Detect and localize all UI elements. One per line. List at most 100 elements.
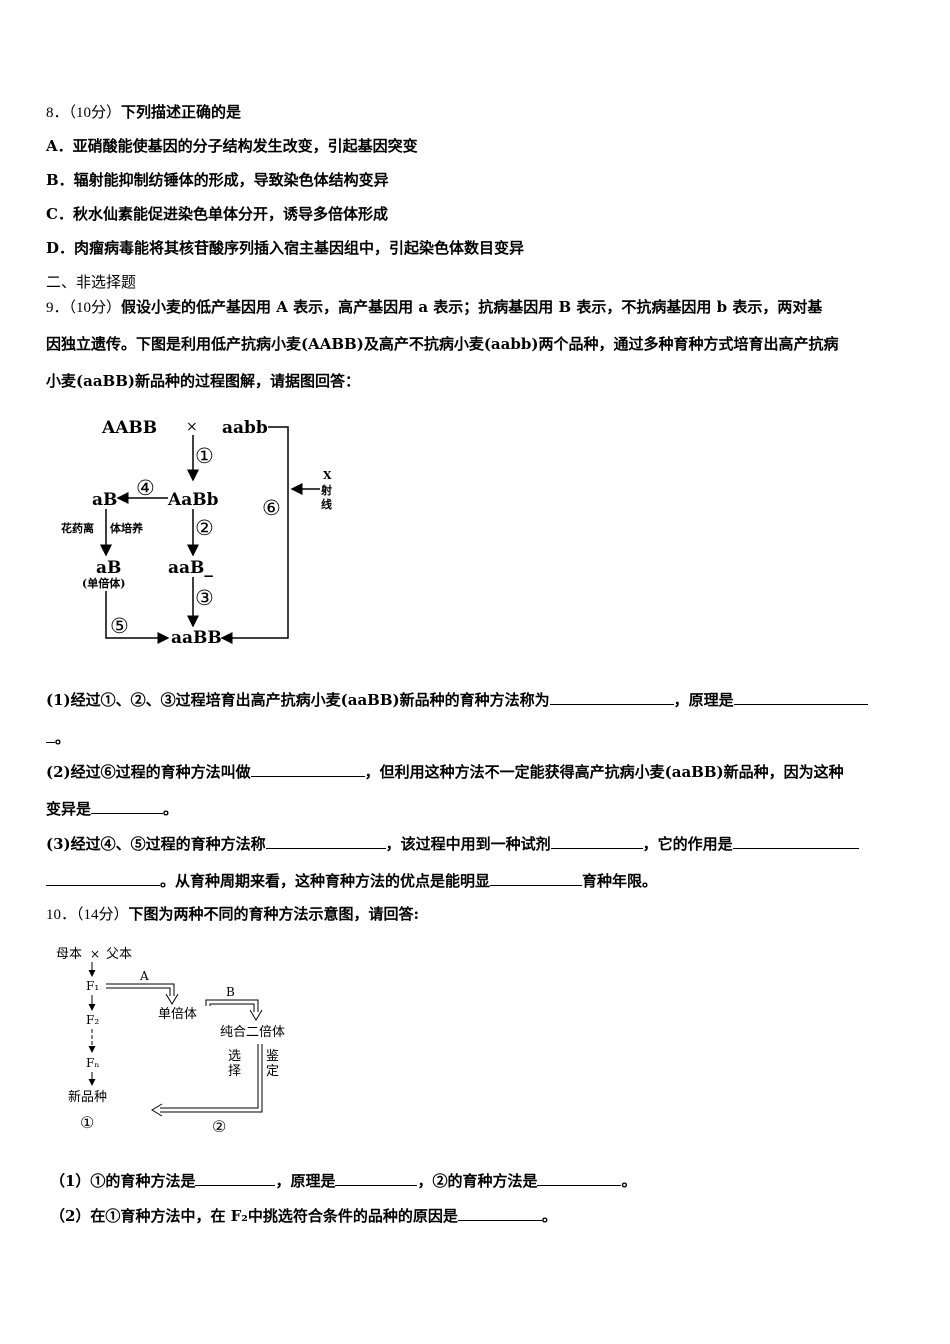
q10-arrow-a-head [165, 993, 179, 1005]
q10-select-2: 择 [228, 1064, 241, 1079]
q10-sub2-blank-reason[interactable] [457, 1206, 542, 1221]
q10-sub1-blank-method2[interactable] [537, 1171, 622, 1186]
q9-cross-sign: × [186, 419, 198, 435]
q9-sub2-text-b: ，但利用这种方法不一定能获得高产抗病小麦(aaBB)新品种，因为这种 [364, 763, 844, 781]
q10-arrow-select [160, 1044, 263, 1113]
q9-sub1-blank-principle[interactable] [733, 690, 868, 705]
q10-mother: 母本 [56, 947, 82, 962]
q10-haploid: 单倍体 [158, 1007, 197, 1022]
q8-score: （10分） [68, 105, 122, 121]
q9-sub1-text-b: ，原理是 [673, 691, 734, 709]
q9-xray-xian: 线 [321, 497, 332, 511]
q9-sub2-text-c: 变异是 [46, 800, 92, 818]
q10-label-a: A [139, 969, 149, 983]
q9-arrow-step5 [105, 591, 170, 644]
q9-parent-aabb-low: AABB [101, 418, 157, 438]
q10-f1: F₁ [86, 979, 99, 993]
q9-sub1-blank-principle-cont[interactable] [46, 728, 55, 743]
q9-sub3: (3)经过④、⑤过程的育种方法称 ，该过程中用到一种试剂 ，它的作用是 [46, 834, 859, 854]
q9-breeding-diagram: AABB × aabb ① AaBb ④ aB 花药离 体培养 aB (单倍体)… [61, 418, 332, 648]
q9-sub2-blank-variation[interactable] [91, 799, 164, 814]
q10-stem-text: 下图为两种不同的育种方法示意图，请回答: [128, 905, 420, 923]
q10-f2: F₂ [86, 1013, 99, 1027]
q10-arrow-a [106, 983, 175, 996]
q10-father: 父本 [106, 947, 132, 962]
q10-sub1-blank-method1[interactable] [195, 1171, 276, 1186]
section-title: 二、非选择题 [46, 273, 137, 291]
q8-number: 8． [46, 105, 69, 121]
q9-step1-label: ① [195, 444, 214, 468]
q9-sub1: (1)经过①、②、③过程培育出高产抗病小麦(aaBB)新品种的育种方法称为 ，原理… [46, 690, 868, 710]
q10-sub2: （2）在①育种方法中，在 F₂中挑选符合条件的品种的原因是 。 [50, 1206, 557, 1226]
q9-gamete-ab: aB [92, 490, 117, 510]
q8-option-b: B．辐射能抑制纺锤体的形成，导致染色体结构变异 [46, 171, 389, 189]
q9-sub3-text-b: ，该过程中用到一种试剂 [385, 835, 551, 853]
q9-sub2: (2)经过⑥过程的育种方法叫做 ，但利用这种方法不一定能获得高产抗病小麦(aaBB… [46, 762, 844, 782]
q9-sub1-blank-method[interactable] [549, 690, 674, 705]
q9-mid-aab: aaB_ [168, 558, 213, 578]
q9-step2-label: ② [195, 516, 214, 540]
q10-sub1: （1）①的育种方法是 ，原理是 ，②的育种方法是 。 [50, 1171, 637, 1191]
q9-sub2-blank-method[interactable] [250, 762, 365, 777]
q9-sub3-blank-function-cont[interactable] [46, 871, 160, 886]
q10-arrow-b [205, 999, 259, 1012]
q10-sub1-text-a: （1）①的育种方法是 [50, 1172, 196, 1190]
q9-xray-she: 射 [320, 483, 332, 497]
q9-sub3-text-d: 。从育种周期来看，这种育种方法的优点是能明显 [160, 872, 491, 890]
q8-option-d: D．肉瘤病毒能将其核苷酸序列插入宿主基因组中，引起染色体数目变异 [46, 239, 525, 257]
q9-stem-line-2: 因独立遗传。下图是利用低产抗病小麦(AABB)及高产不抗病小麦(aabb)两个品… [46, 335, 839, 353]
q10-new-variety: 新品种 [68, 1089, 107, 1105]
q8-stem: 8．（10分）下列描述正确的是 [46, 102, 241, 123]
q10-sub2-text-a: （2）在①育种方法中，在 F₂中挑选符合条件的品种的原因是 [50, 1207, 458, 1225]
q8-option-a: A．亚硝酸能使基因的分子结构发生改变，引起基因突变 [46, 137, 418, 155]
q9-sub3-blank-method[interactable] [265, 834, 386, 849]
q9-sub1-cont: 。 [46, 728, 70, 748]
q9-result-aabb: aaBB [171, 628, 222, 648]
q9-sub2-cont: 变异是。 [46, 799, 178, 819]
q9-stem-line-3: 小麦(aaBB)新品种的过程图解，请据图回答： [46, 372, 360, 390]
q10-sub1-text-b: ，原理是 [275, 1172, 336, 1190]
q9-sub3-blank-shorten[interactable] [490, 871, 583, 886]
q9-sub3-blank-reagent[interactable] [550, 834, 643, 849]
q9-anther-label-2: 体培养 [110, 521, 144, 535]
q10-cross-sign: × [90, 947, 100, 961]
q9-step6-label: ⑥ [262, 496, 281, 520]
q10-sub2-text-b: 。 [541, 1207, 557, 1225]
q9-sub3-text-a: (3)经过④、⑤过程的育种方法称 [46, 835, 266, 853]
q9-number: 9． [46, 300, 69, 316]
q9-sub1-text-a: (1)经过①、②、③过程培育出高产抗病小麦(aaBB)新品种的育种方法称为 [46, 691, 550, 709]
q10-identify-1: 鉴 [266, 1049, 279, 1064]
q10-method1-label: ① [80, 1113, 94, 1132]
q9-stem-text-1: 假设小麦的低产基因用 A 表示，高产基因用 a 表示；抗病基因用 B 表示，不抗… [121, 298, 823, 316]
q9-score: （10分） [68, 300, 122, 316]
q10-sub1-text-d: 。 [621, 1172, 637, 1190]
q9-f1-aabb: AaBb [167, 490, 219, 510]
q9-sub3-cont: 。从育种周期来看，这种育种方法的优点是能明显育种年限。 [46, 871, 657, 891]
q8-stem-text: 下列描述正确的是 [121, 103, 242, 121]
q10-method2-label: ② [212, 1117, 226, 1136]
q10-score: （14分） [76, 907, 129, 923]
q10-breeding-diagram: 母本 × 父本 F₁ F₂ Fₙ 新品种 ① A 单倍体 B 纯合二倍体 选 择… [56, 947, 285, 1136]
q9-anther-label-1: 花药离 [61, 521, 94, 535]
q10-number: 10． [46, 907, 77, 923]
q10-sub1-blank-principle[interactable] [335, 1171, 418, 1186]
q10-identify-2: 定 [266, 1064, 279, 1079]
q10-sub1-text-c: ，②的育种方法是 [417, 1172, 538, 1190]
q10-arrow-select-head [151, 1103, 163, 1117]
q9-sub1-text-c: 。 [55, 729, 71, 747]
q9-haploid-note: (单倍体) [82, 576, 125, 590]
q10-stem: 10．（14分）下图为两种不同的育种方法示意图，请回答: [46, 904, 419, 925]
q10-select-1: 选 [228, 1049, 241, 1064]
q9-stem-line-1: 9．（10分）假设小麦的低产基因用 A 表示，高产基因用 a 表示；抗病基因用 … [46, 297, 822, 318]
q9-sub3-blank-function[interactable] [732, 834, 859, 849]
q10-arrow-b-head [249, 1009, 263, 1021]
q9-step5-label: ⑤ [110, 614, 129, 638]
q8-option-c: C．秋水仙素能促进染色单体分开，诱导多倍体形成 [46, 205, 388, 223]
q10-fn: Fₙ [86, 1056, 100, 1070]
q9-step4-label: ④ [136, 476, 155, 500]
q9-haploid-ab: aB [96, 558, 121, 578]
q9-sub3-text-c: ，它的作用是 [642, 835, 733, 853]
q9-parent-aabb-high: aabb [222, 418, 268, 438]
q9-sub2-text-a: (2)经过⑥过程的育种方法叫做 [46, 763, 251, 781]
q10-pure-diploid: 纯合二倍体 [220, 1025, 285, 1040]
